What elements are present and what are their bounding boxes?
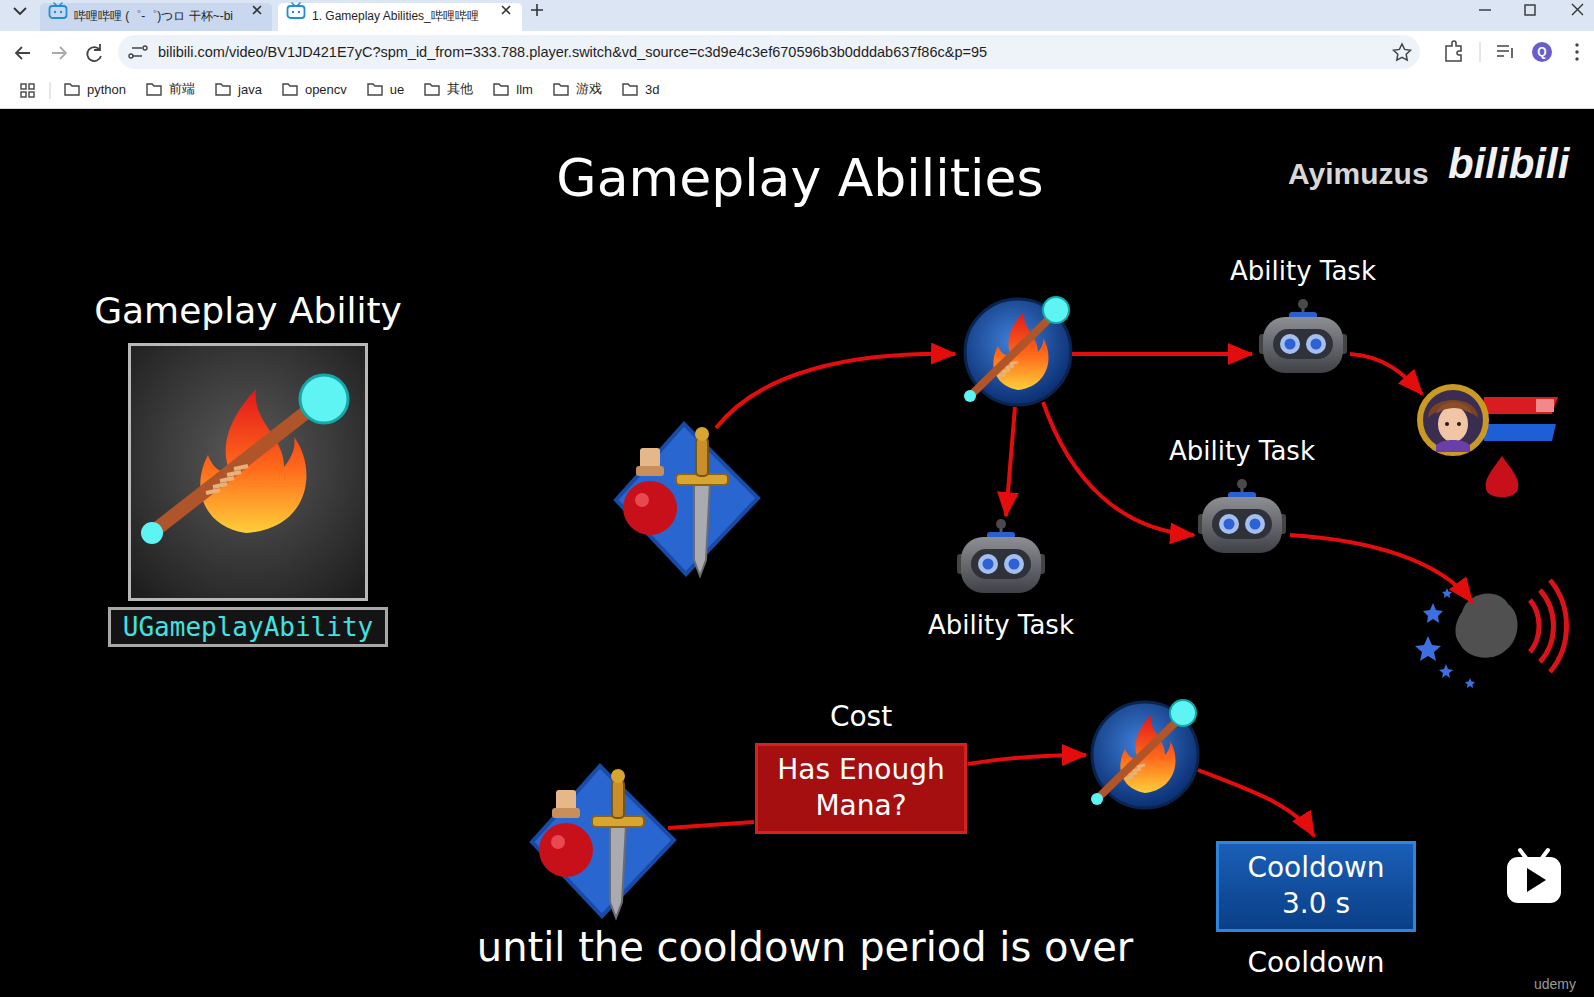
class-name-label: UGameplayAbility bbox=[108, 607, 388, 647]
cooldown-box: Cooldown 3.0 s bbox=[1216, 841, 1416, 932]
node-cooldown: Cooldown 3.0 s Cooldown bbox=[1216, 841, 1416, 979]
folder-icon bbox=[367, 82, 383, 96]
node-taskabove: Ability Task bbox=[1169, 436, 1315, 556]
bookmark-item: llm bbox=[493, 82, 533, 97]
bookmark-label: opencv bbox=[305, 82, 347, 97]
tab-title: 1. Gameplay Abilities_哔哩哔哩 bbox=[312, 8, 479, 25]
folder-icon bbox=[146, 82, 162, 96]
folder-icon bbox=[622, 82, 638, 96]
robot-icon bbox=[1196, 478, 1288, 556]
bookmark-item: 其他 bbox=[424, 80, 473, 98]
watermark-logo: bilibili bbox=[1448, 140, 1569, 188]
folder-icon bbox=[553, 82, 569, 96]
bookmark-item: java bbox=[215, 82, 262, 97]
bookmark-item: ue bbox=[367, 82, 404, 97]
robot-icon bbox=[1257, 298, 1349, 376]
bookmark-label: 前端 bbox=[169, 80, 195, 98]
folder-icon bbox=[493, 82, 509, 96]
bookmark-label: java bbox=[238, 82, 262, 97]
node-taskbelow: Ability Task bbox=[928, 518, 1074, 640]
bookmark-item: 3d bbox=[622, 82, 659, 97]
task-label: Ability Task bbox=[1230, 256, 1376, 286]
ability-heading: Gameplay Ability bbox=[94, 290, 402, 331]
cooldown-label: Cooldown bbox=[1247, 946, 1384, 979]
slide-title: Gameplay Abilities bbox=[300, 148, 1300, 208]
bookmarks-bar: python 前端 java opencv ue 其他 llm 游戏 3d bbox=[64, 80, 659, 98]
bookmark-item: python bbox=[64, 82, 126, 97]
node-ability: Gameplay AbilityUGameplayAbility bbox=[94, 290, 402, 647]
bookmark-label: llm bbox=[516, 82, 533, 97]
bookmark-label: 3d bbox=[645, 82, 659, 97]
cost-check-box: Has Enough Mana? bbox=[755, 743, 967, 834]
tab-title: 哔哩哔哩 (゜-゜)つロ 干杯~-bi bbox=[74, 8, 233, 25]
address-url: bilibili.com/video/BV1JD421E7yC?spm_id_f… bbox=[158, 44, 987, 60]
robot-icon bbox=[955, 518, 1047, 596]
bookmark-item: 游戏 bbox=[553, 80, 602, 98]
bookmark-label: 游戏 bbox=[576, 80, 602, 98]
folder-icon bbox=[282, 82, 298, 96]
node-cost: CostHas Enough Mana? bbox=[755, 700, 967, 834]
watermark-author: Ayimuzus bbox=[1288, 157, 1429, 191]
bookmark-item: opencv bbox=[282, 82, 347, 97]
bookmark-label: python bbox=[87, 82, 126, 97]
bookmark-label: 其他 bbox=[447, 80, 473, 98]
watermark-udemy: udemy bbox=[1534, 976, 1576, 992]
folder-icon bbox=[64, 82, 80, 96]
folder-icon bbox=[215, 82, 231, 96]
ability-icon bbox=[128, 343, 368, 601]
bookmark-label: ue bbox=[390, 82, 404, 97]
task-label: Ability Task bbox=[928, 610, 1074, 640]
bookmark-item: 前端 bbox=[146, 80, 195, 98]
node-taskabove: Ability Task bbox=[1230, 256, 1376, 376]
cost-heading: Cost bbox=[830, 700, 892, 733]
folder-icon bbox=[424, 82, 440, 96]
task-label: Ability Task bbox=[1169, 436, 1315, 466]
profile-initial: Q bbox=[1534, 45, 1550, 59]
